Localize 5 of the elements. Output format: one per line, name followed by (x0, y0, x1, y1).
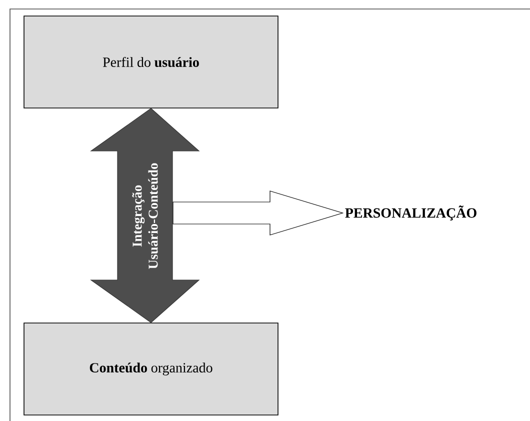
block-arrow (172, 190, 344, 236)
result-label: PERSONALIZAÇÃO (345, 206, 476, 220)
text-box: Perfil do usuário (24, 16, 278, 108)
text-box: Conteúdo organizado (24, 322, 278, 416)
edge-label: Integração Usuário-Conteúdo (132, 163, 158, 269)
